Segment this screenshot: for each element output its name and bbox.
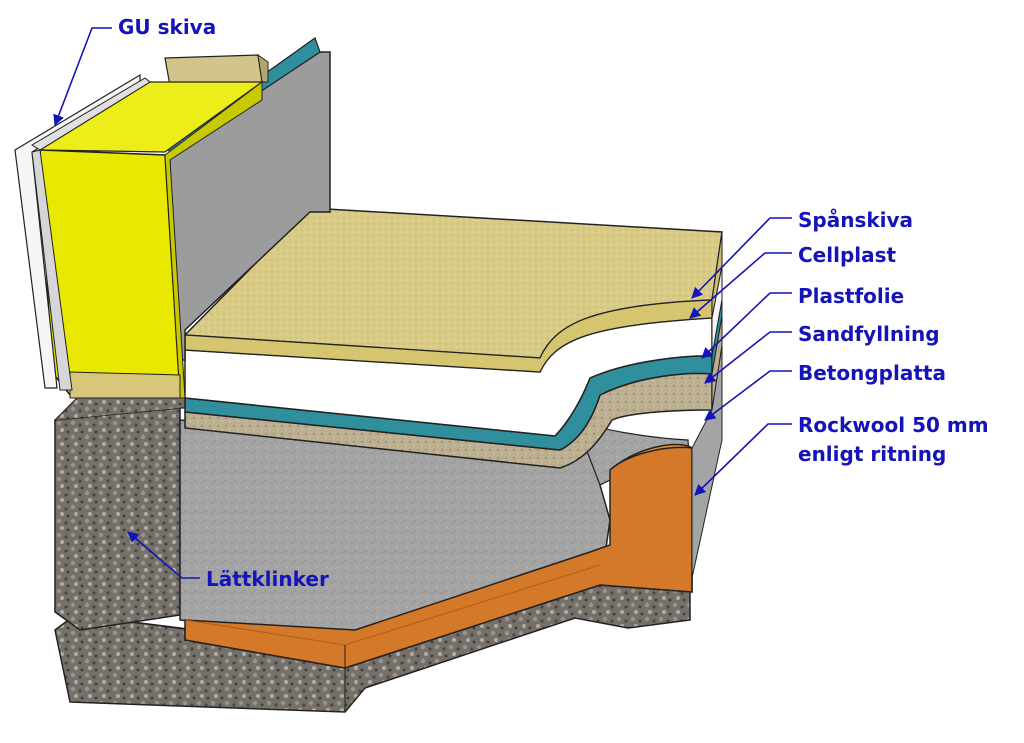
lattklinker-block [54,394,186,631]
label-sandfyllning: Sandfyllning [798,322,940,346]
label-lattklinker: Lättklinker [206,567,329,591]
label-rockwool-line1: Rockwool 50 mm [798,413,989,437]
leader-cellplast [689,252,792,319]
leader-lattklinker [127,531,200,579]
leader-sandfyllning [704,331,792,384]
yellow-insulation [37,80,264,399]
leader-betongplatta [704,370,792,421]
right-edge-layers [691,265,723,579]
top-sill [164,53,269,87]
label-betongplatta: Betongplatta [798,361,946,385]
leader-rockwool [694,423,792,496]
label-gu-skiva: GU skiva [118,15,217,39]
label-plastfolie: Plastfolie [798,284,905,308]
leader-plastfolie [701,292,792,359]
label-spanskiva: Spånskiva [798,208,914,232]
leader-lines [53,27,792,579]
gu-skiva-boards [14,73,151,391]
leader-gu-skiva [53,27,112,127]
label-rockwool-line2: enligt ritning [798,442,947,466]
rockwool-layer [184,443,693,669]
leader-spanskiva [691,217,792,299]
label-cellplast: Cellplast [798,243,897,267]
